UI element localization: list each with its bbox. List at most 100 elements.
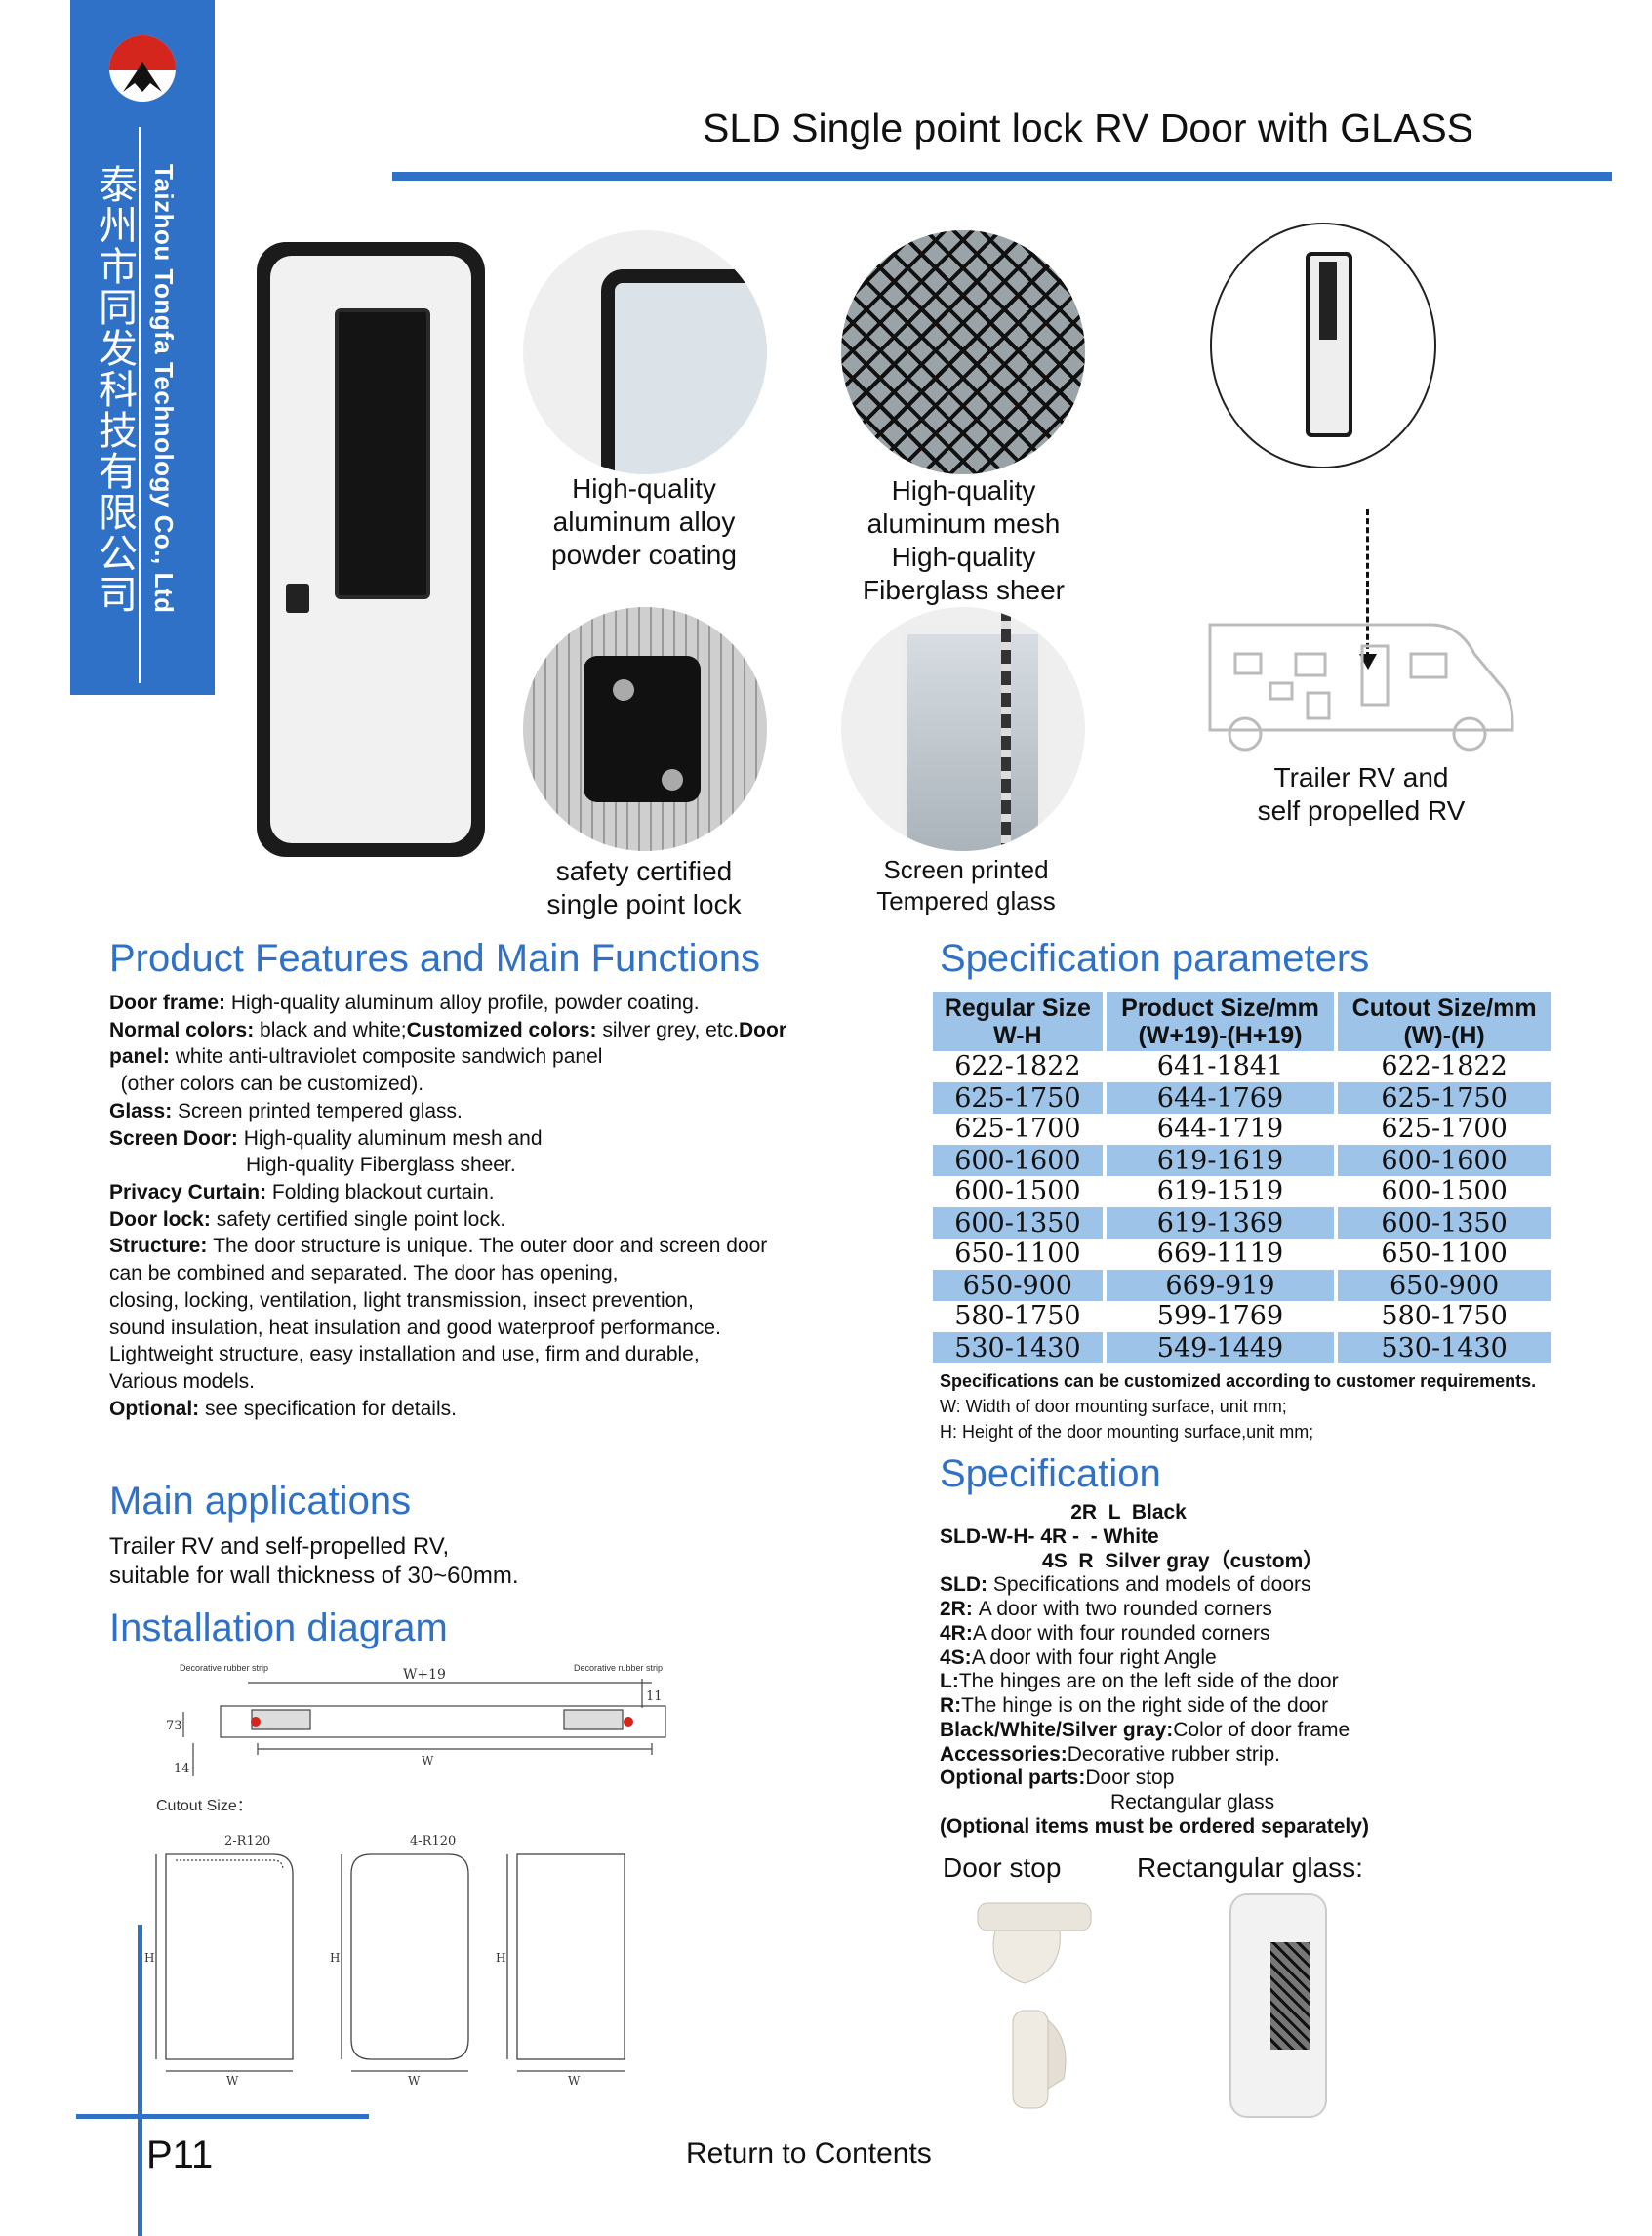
- specification-heading: Specification: [940, 1452, 1161, 1495]
- spec-code-line: 4S R Silver gray（custom）: [940, 1549, 1324, 1572]
- label-w19: W+19: [403, 1667, 446, 1683]
- spec-table-cell: 644-1719: [1104, 1114, 1339, 1146]
- label-73: 73: [166, 1719, 182, 1733]
- spec-table-cell: 625-1750: [933, 1082, 1107, 1114]
- spec-item-line: R:The hinge is on the right side of the …: [940, 1694, 1329, 1718]
- spec-item-line: Optional parts:Door stop: [940, 1767, 1175, 1790]
- label-h-1: H: [144, 1951, 154, 1965]
- spec-table-cell: 580-1750: [1336, 1301, 1554, 1333]
- alloy-frame-photo: [523, 230, 767, 474]
- spec-table-cell: 650-1100: [1336, 1239, 1554, 1271]
- feature-line: Structure: The door structure is unique.…: [109, 1235, 768, 1258]
- spec-table-cell: 644-1769: [1104, 1082, 1339, 1114]
- footer-horizontal-rule: [76, 2114, 369, 2119]
- spec-table-cell: 669-1119: [1104, 1239, 1339, 1271]
- caption-glass: Screen printed Tempered glass: [876, 855, 1056, 915]
- feature-line: Glass: Screen printed tempered glass.: [109, 1099, 463, 1122]
- spec-table-cell: 622-1822: [933, 1051, 1107, 1083]
- caption-lock: safety certified single point lock: [546, 856, 742, 920]
- spec-table-cell: 622-1822: [1336, 1051, 1554, 1083]
- feature-line: Privacy Curtain: Folding blackout curtai…: [109, 1181, 495, 1204]
- caption-alloy: High-quality aluminum alloy powder coati…: [551, 473, 737, 571]
- caption-rv: Trailer RV and self propelled RV: [1257, 762, 1466, 827]
- page-title: SLD Single point lock RV Door with GLASS: [703, 105, 1474, 150]
- spec-table-cell: 625-1700: [933, 1114, 1107, 1146]
- rv-illustration: [1208, 623, 1514, 752]
- spec-table-cell: 600-1350: [933, 1207, 1107, 1239]
- spec-table-cell: 600-1350: [1336, 1207, 1554, 1239]
- features-text: Door frame: High-quality aluminum alloy …: [109, 990, 786, 1423]
- spec-table-cell: 650-1100: [933, 1239, 1107, 1271]
- company-name-en: Taizhou Tongfa Technology Co., Ltd: [149, 164, 179, 614]
- spec-table-cell: 625-1750: [1336, 1082, 1554, 1114]
- label-w-3: W: [568, 2074, 581, 2088]
- feature-line: closing, locking, ventilation, light tra…: [109, 1288, 694, 1312]
- feature-line: Door lock: safety certified single point…: [109, 1207, 506, 1231]
- spec-table-cell: 619-1369: [1104, 1207, 1339, 1239]
- spec-table-cell: 641-1841: [1104, 1051, 1339, 1083]
- glass-photo: [841, 607, 1085, 851]
- spec-table-cell: 549-1449: [1104, 1332, 1339, 1363]
- company-logo: [109, 35, 176, 102]
- spec-item-line: 4R:A door with four rounded corners: [940, 1621, 1270, 1645]
- page-number: P11: [146, 2134, 214, 2176]
- spec-table-cell: 600-1500: [1336, 1176, 1554, 1208]
- label-strip-left: Decorative rubber strip: [180, 1663, 268, 1673]
- spec-table-cell: 530-1430: [933, 1332, 1107, 1363]
- spec-table-cell: 669-919: [1104, 1270, 1339, 1301]
- spec-table-cell: 619-1619: [1104, 1145, 1339, 1176]
- door-stop-image: [977, 1902, 1092, 2109]
- spec-note-h: H: Height of the door mounting surface,u…: [940, 1422, 1314, 1443]
- feature-line: Lightweight structure, easy installation…: [109, 1343, 700, 1366]
- feature-line: panel: white anti-ultraviolet composite …: [109, 1045, 603, 1069]
- door-product-image: [257, 242, 485, 857]
- cutout-size-label: Cutout Size：: [156, 1798, 253, 1814]
- title-rule: [392, 172, 1612, 181]
- spec-params-heading: Specification parameters: [940, 937, 1370, 980]
- feature-line: Optional: see specification for details.: [109, 1397, 457, 1420]
- applications-line: Trailer RV and self-propelled RV,: [109, 1533, 450, 1560]
- spec-item-line: L:The hinges are on the left side of the…: [940, 1670, 1339, 1693]
- spec-note-w: W: Width of door mounting surface, unit …: [940, 1397, 1287, 1417]
- label-w-1: W: [226, 2074, 239, 2088]
- spec-item-line: Rectangular glass: [940, 1791, 1275, 1814]
- feature-line: Screen Door: High-quality aluminum mesh …: [109, 1126, 543, 1150]
- applications-line: suitable for wall thickness of 30~60mm.: [109, 1563, 519, 1589]
- feature-line: Various models.: [109, 1370, 256, 1394]
- applications-text: Trailer RV and self-propelled RV, suitab…: [109, 1532, 519, 1591]
- label-strip-right: Decorative rubber strip: [574, 1663, 663, 1673]
- spec-table-cell: 650-900: [1336, 1270, 1554, 1301]
- label-h-2: H: [330, 1951, 340, 1965]
- label-4r120: 4-R120: [410, 1834, 456, 1849]
- label-14: 14: [174, 1762, 190, 1776]
- label-w-2: W: [408, 2074, 421, 2088]
- spec-item-line: Black/White/Silver gray:Color of door fr…: [940, 1718, 1350, 1741]
- company-name-cn: 泰州市同发科技有限公司: [92, 164, 137, 615]
- label-w: W: [422, 1754, 434, 1768]
- spec-notes: Specifications can be customized accordi…: [940, 1368, 1536, 1444]
- mesh-photo: [841, 230, 1085, 474]
- spec-note-custom: Specifications can be customized accordi…: [940, 1371, 1537, 1391]
- feature-line: Normal colors: black and white;Customize…: [109, 1018, 786, 1041]
- lock-photo: [523, 607, 767, 851]
- spec-table-cell: 599-1769: [1104, 1301, 1339, 1333]
- return-to-contents-link[interactable]: Return to Contents: [686, 2137, 932, 2170]
- features-heading: Product Features and Main Functions: [109, 937, 761, 980]
- pointer-line: [1366, 509, 1369, 658]
- footer-vertical-rule: [138, 1925, 142, 2236]
- installation-section-diagram: Decorative rubber strip Decorative rubbe…: [166, 1663, 666, 1776]
- spec-item-line: 4S:A door with four right Angle: [940, 1646, 1217, 1669]
- spec-table-cell: 600-1600: [1336, 1145, 1554, 1176]
- spec-table-cell: 600-1500: [933, 1176, 1107, 1208]
- spec-table-cell: 650-900: [933, 1270, 1107, 1301]
- feature-line: High-quality Fiberglass sheer.: [109, 1154, 516, 1177]
- spec-code-line: 2R L Black: [940, 1501, 1187, 1524]
- door-stop-label: Door stop: [943, 1852, 1062, 1883]
- label-11: 11: [646, 1689, 663, 1704]
